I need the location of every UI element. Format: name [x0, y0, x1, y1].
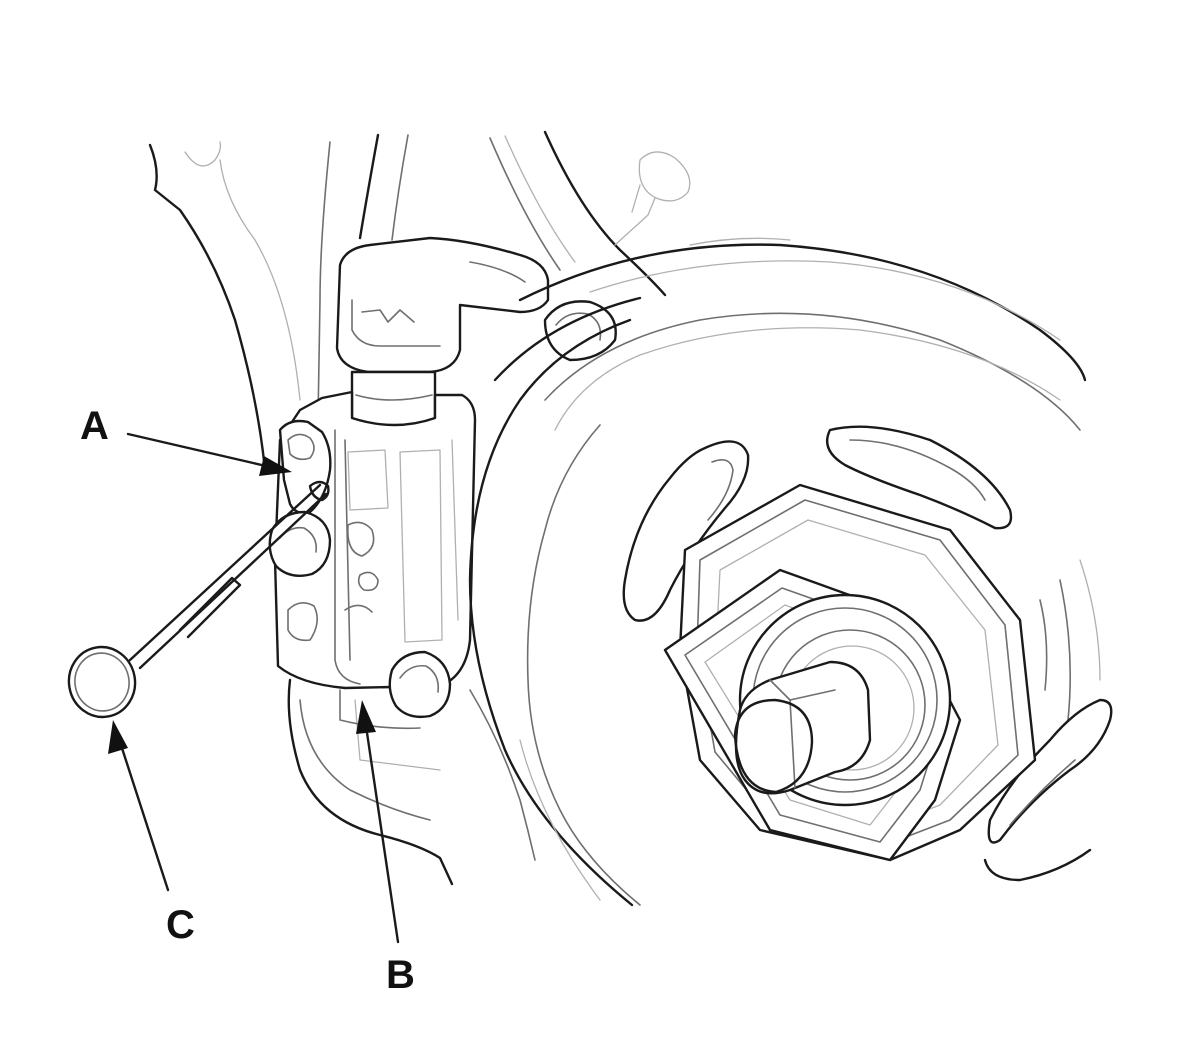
brake-disc	[468, 243, 1101, 907]
hub-slots	[622, 425, 1113, 882]
lower-caliper-bolt	[388, 650, 452, 719]
callout-arrow-b	[356, 700, 400, 944]
callout-arrow-c	[108, 720, 170, 892]
callout-arrow-a	[126, 432, 292, 476]
spindle-stub	[733, 660, 872, 795]
callout-label-a: A	[80, 404, 109, 448]
brake-hose-fitting	[335, 236, 617, 430]
callout-label-b: B	[386, 953, 415, 997]
lower-arm-bracket	[489, 130, 791, 297]
callout-label-c: C	[166, 903, 195, 947]
knuckle-lower	[287, 678, 536, 886]
steering-knuckle	[148, 133, 409, 472]
pin-tool	[67, 483, 328, 719]
